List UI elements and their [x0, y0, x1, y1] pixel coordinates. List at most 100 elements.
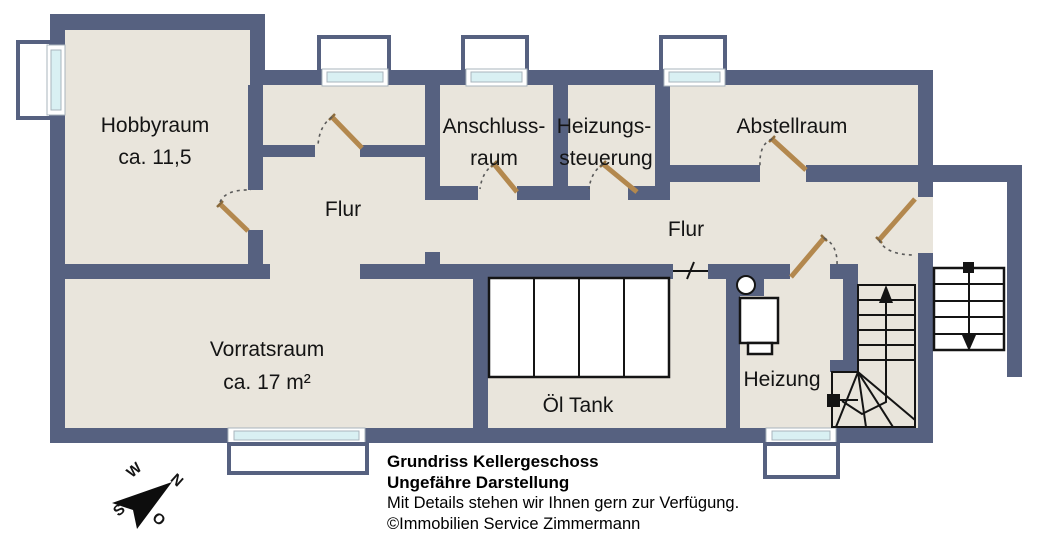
wall-top-left: [50, 14, 265, 30]
door-leaf: [601, 162, 639, 194]
stair-up-arrow: [879, 285, 893, 303]
wall-hobby-right: [248, 85, 263, 190]
wall-upperroom-right: [360, 145, 425, 157]
window-north-1: [326, 71, 384, 83]
boiler-base: [746, 341, 774, 356]
door-swing: [479, 163, 495, 190]
label-hobbyraum-area: ca. 11,5: [118, 146, 191, 169]
window-south-1: [233, 430, 360, 441]
label-oel-tank: Öl Tank: [543, 394, 614, 417]
light-well-north-3: [659, 35, 727, 73]
wall-right: [918, 70, 933, 443]
label-vorratsraum-area: ca. 17 m²: [223, 371, 311, 394]
label-flur-left: Flur: [325, 198, 361, 221]
boiler: [738, 296, 780, 345]
light-well-north-1: [317, 35, 391, 73]
wall-anschluss-bottom-r: [517, 186, 555, 200]
wall-upperroom-left: [251, 145, 315, 157]
wall-anschluss-left: [425, 85, 440, 190]
label-heizung: Heizung: [743, 368, 820, 391]
interior-staircase: [827, 284, 916, 428]
windows: [16, 35, 840, 479]
door-leaf: [330, 115, 364, 150]
label-heizungssteuerung-2: steuerung: [559, 147, 652, 170]
door-swing: [219, 189, 252, 203]
window-north-3: [668, 71, 721, 83]
plan-title: Grundriss Kellergeschoss: [387, 452, 599, 471]
wall-heizst-bottom-l: [568, 186, 590, 200]
door-abstellraum: [759, 135, 808, 172]
door-swing: [317, 116, 333, 147]
stair-start-marker: [827, 394, 840, 407]
door-hobbyraum: [216, 189, 252, 233]
compass-north: N: [167, 470, 186, 490]
label-hobbyraum: Hobbyraum: [101, 114, 210, 137]
window-west: [50, 49, 62, 111]
fixtures: [487, 275, 780, 379]
ext-stair-down-arrow: [962, 335, 976, 351]
wall-anschluss-left-stub: [425, 252, 440, 266]
light-well-south-2: [763, 442, 840, 479]
light-well-west: [16, 40, 53, 120]
doors: [216, 113, 917, 279]
wall-abstell-bottom-l: [670, 165, 760, 182]
wall-ext-stair-top: [933, 165, 1022, 182]
wall-divider-heizst-abstell: [655, 85, 670, 200]
door-leaf: [789, 236, 826, 279]
compass-west: W: [123, 459, 145, 482]
label-anschlussraum-1: Anschluss-: [443, 115, 546, 138]
door-handle: [216, 200, 224, 208]
compass-east: O: [149, 509, 169, 530]
wall-tankroom-left: [473, 264, 488, 428]
wall-hobby-right-stub: [248, 230, 263, 270]
door-upper-room: [317, 113, 364, 150]
wall-left: [50, 14, 65, 443]
plan-copyright: ©Immobilien Service Zimmermann: [387, 514, 641, 533]
door-swing: [759, 138, 773, 167]
wall-heizung-stair: [843, 264, 858, 372]
interior-walls: [65, 85, 918, 428]
plan-subtitle: Ungefähre Darstellung: [387, 472, 570, 492]
compass-rose: W N S O: [110, 459, 186, 530]
exterior-staircase: [932, 262, 1006, 352]
door-leaf: [770, 137, 808, 172]
door-swing: [588, 163, 604, 190]
wall-stair-foot: [830, 360, 858, 372]
wall-ext-stair-right: [1007, 165, 1022, 377]
light-well-north-2: [461, 35, 529, 73]
floor-slab: [50, 14, 933, 443]
label-flur-right: Flur: [668, 218, 704, 241]
door-leaf: [877, 197, 917, 242]
door-leaf: [492, 162, 519, 194]
stair-walkline: [841, 292, 887, 416]
ext-stair-start-marker: [963, 262, 974, 273]
room-labels: Hobbyraum ca. 11,5 Flur Anschluss- raum …: [101, 114, 848, 417]
footer-text-block: Grundriss Kellergeschoss Ungefähre Darst…: [387, 452, 739, 534]
chimney-flue: [736, 275, 756, 295]
stair-winder: [835, 371, 859, 428]
label-anschlussraum-2: raum: [470, 147, 518, 170]
compass-needle: [112, 482, 172, 529]
wall-abstell-bottom-r: [806, 165, 918, 182]
passage-tick: [686, 261, 695, 280]
wall-anschluss-bottom-l: [425, 186, 478, 200]
building-floor: [50, 14, 933, 443]
door-swing: [823, 237, 838, 267]
window-south-2: [771, 430, 831, 441]
open-passage: [673, 261, 708, 280]
plan-note: Mit Details stehen wir Ihnen gern zur Ve…: [387, 494, 740, 512]
exterior-door-opening: [918, 197, 933, 253]
label-abstellraum: Abstellraum: [737, 115, 848, 138]
label-vorratsraum: Vorratsraum: [210, 338, 324, 361]
wall-divider-anschluss-heizst: [553, 85, 568, 200]
window-north-2: [470, 71, 523, 83]
door-heizungssteuerung: [588, 160, 639, 194]
stair-winder: [857, 371, 894, 428]
door-leaf: [218, 202, 250, 233]
wall-tankroom-heizung: [726, 264, 740, 428]
door-heizung: [789, 234, 838, 279]
wall-corridor-mid: [360, 264, 673, 279]
wall-top-main: [250, 70, 933, 85]
